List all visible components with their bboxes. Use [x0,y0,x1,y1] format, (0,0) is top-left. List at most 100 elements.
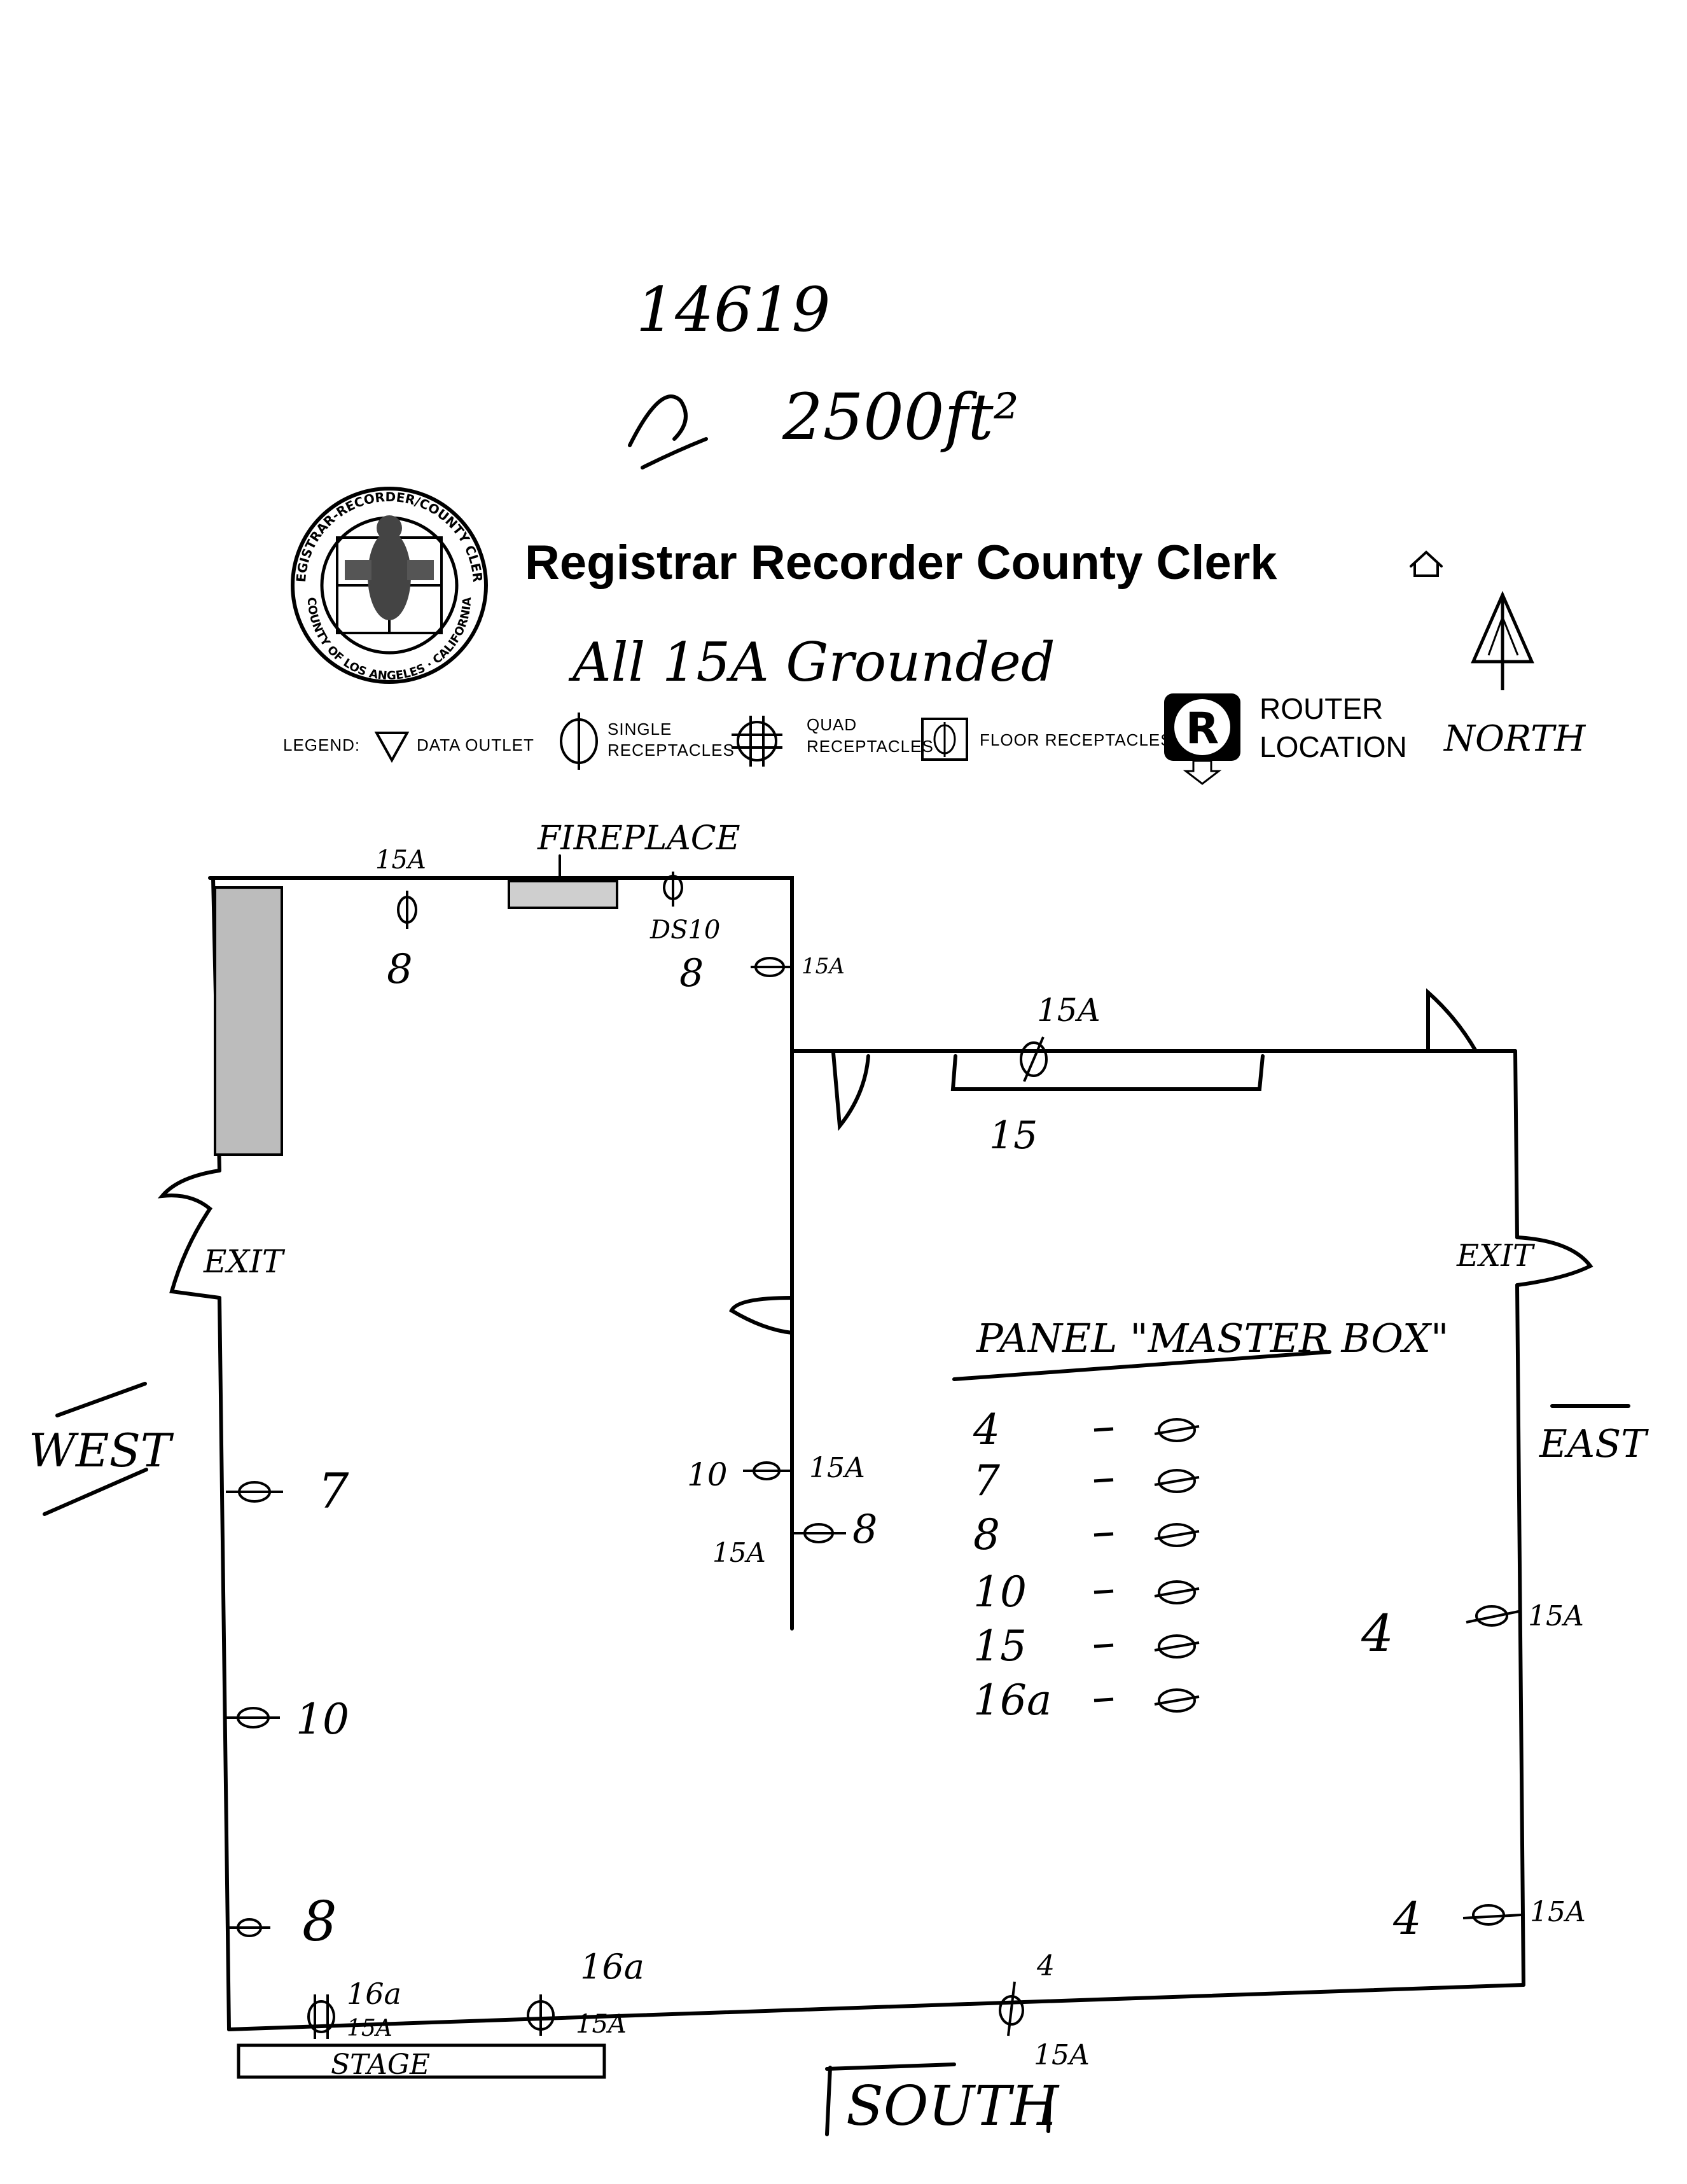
single-receptacle-icon [560,713,598,770]
outlet-e1[interactable]: 4 15A [1361,1600,1584,1663]
bookcase [214,886,283,1156]
panel-circuit-number: 7 [973,1456,1000,1505]
svg-text:DS10: DS10 [649,915,720,945]
outlet-n2[interactable]: DS10 8 15A [649,872,845,996]
door-north-east[interactable] [1426,988,1478,1053]
grounded-note: All 15A Grounded [568,631,1055,693]
west-label: WEST [29,1424,174,1477]
panel-outlet-symbol [1158,1418,1196,1442]
quad-receptacle-icon [732,716,782,767]
counter [950,1054,1265,1091]
panel-dash [1093,1532,1114,1537]
north-arrow-icon [1471,590,1534,690]
panel-dash [1093,1697,1114,1702]
area-note: 2500ft² [782,380,1019,454]
panel-circuit-number: 16a [973,1676,1052,1725]
panel-row: 10 [973,1568,1200,1617]
svg-text:15A: 15A [802,954,845,979]
svg-text:15A: 15A [1530,1896,1586,1928]
outlet-c1[interactable]: 10 15A [687,1452,865,1493]
panel-dash [1093,1589,1114,1594]
panel-outlet-symbol [1158,1469,1196,1493]
svg-text:4: 4 [1361,1604,1394,1663]
svg-text:10: 10 [687,1456,728,1493]
svg-text:8: 8 [852,1506,877,1552]
outlet-n3[interactable]: 15A 15 [989,992,1100,1158]
outlet-w2[interactable]: 10 [226,1695,349,1744]
router-icon: R [1164,693,1240,785]
svg-text:REGISTRAR-RECORDER/COUNTY CLER: REGISTRAR-RECORDER/COUNTY CLERK [0,0,485,583]
legend-floor: FLOOR RECEPTACLES [980,730,1172,749]
panel-outlet-symbol [1158,1634,1196,1659]
file-number: 14619 [636,274,830,345]
panel-dash [1093,1643,1114,1648]
east-label: EAST [1539,1422,1649,1466]
panel-row: 4 [973,1405,1200,1454]
panel-dash [1093,1427,1114,1432]
panel-circuit-number: 10 [973,1568,1027,1617]
panel-row: 15 [973,1622,1200,1671]
panel-circuit-number: 8 [973,1510,1000,1559]
legend-single-1: SINGLE [607,720,672,739]
fireplace-label: FIREPLACE [537,819,740,858]
north-label: NORTH [1443,718,1586,760]
stage-label: STAGE [331,2048,430,2081]
outlet-s1[interactable]: 16a 15A [307,1977,401,2041]
panel-row: 7 [973,1456,1200,1505]
svg-text:15A: 15A [347,2015,392,2041]
approx-symbol [628,394,708,469]
svg-text:15A: 15A [576,2010,627,2039]
panel-dash [1093,1478,1114,1483]
legend-router-1: ROUTER [1260,692,1383,725]
county-seal: REGISTRAR-RECORDER/COUNTY CLERK COUNTY O… [0,0,488,684]
legend-data-outlet: DATA OUTLET [417,735,534,755]
router-letter: R [1186,704,1219,754]
home-icon [1410,550,1443,577]
svg-text:7: 7 [318,1463,349,1519]
svg-text:15A: 15A [1034,2039,1090,2071]
svg-text:16a: 16a [347,1977,401,2011]
stage [237,2043,606,2079]
data-outlet-icon [374,732,410,763]
outlet-s3[interactable]: 4 15A [999,1950,1090,2071]
door-west[interactable] [157,1169,221,1300]
svg-text:4: 4 [1392,1893,1422,1945]
svg-text:4: 4 [1036,1950,1055,1982]
panel-row: 8 [973,1510,1200,1559]
svg-text:15A: 15A [712,1537,766,1568]
exit-east-label: EXIT [1456,1238,1535,1274]
svg-text:8: 8 [302,1890,337,1954]
door-center[interactable] [729,1296,794,1335]
outlet-e2[interactable]: 4 15A [1392,1893,1586,1945]
outlet-w3[interactable]: 8 [229,1890,337,1954]
svg-text:10: 10 [296,1695,349,1744]
svg-text:8: 8 [679,951,704,996]
floor-plan-walls [208,876,1525,2031]
legend-quad-2: RECEPTACLES [807,737,934,756]
svg-text:15A: 15A [809,1452,865,1484]
outlet-w1[interactable]: 7 [226,1463,349,1519]
panel-circuit-number: 4 [973,1405,1000,1454]
panel-outlet-symbol [1158,1688,1196,1713]
svg-text:15: 15 [989,1113,1038,1158]
exit-west-label: EXIT [203,1243,286,1280]
outlet-s2[interactable]: 16a 15A [527,1947,644,2039]
svg-text:15A: 15A [1528,1600,1584,1632]
door-north-1[interactable] [831,1051,870,1131]
south-bracket [825,2062,1052,2136]
outlet-c2[interactable]: 15A 8 [712,1506,877,1568]
legend-quad-1: QUAD [807,715,857,734]
svg-text:16a: 16a [580,1947,644,1987]
door-east[interactable] [1515,1235,1593,1287]
outlet-n1[interactable]: 15A 8 [375,845,426,993]
panel-circuit-number: 15 [973,1622,1027,1671]
svg-text:15A: 15A [375,845,426,875]
legend-label: LEGEND: [283,735,360,755]
legend-router-2: LOCATION [1260,730,1407,763]
floor-receptacle-icon [921,718,968,761]
panel-title: PANEL "MASTER BOX" [976,1315,1449,1361]
legend: LEGEND: DATA OUTLET SINGLE RECEPTACLES Q… [283,692,1407,785]
svg-text:8: 8 [387,946,413,993]
